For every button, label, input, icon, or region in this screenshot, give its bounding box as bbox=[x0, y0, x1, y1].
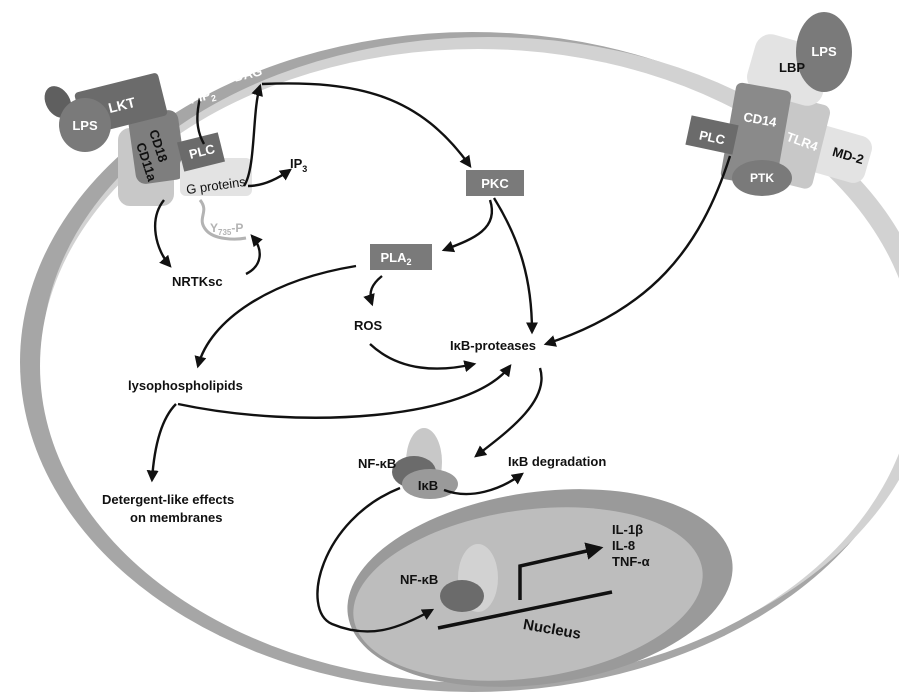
dag-label: DAG bbox=[232, 63, 264, 85]
il1b-label: IL-1β bbox=[612, 522, 643, 537]
ros-label: ROS bbox=[354, 318, 383, 333]
pkc-label: PKC bbox=[481, 176, 509, 191]
cd14-label: CD14 bbox=[742, 109, 778, 130]
arrow-nfkb-to-nucleus bbox=[316, 486, 435, 633]
cd14-protein bbox=[720, 82, 792, 188]
arrow-lyso-to-detergent bbox=[146, 403, 177, 483]
lps-left-blob bbox=[59, 98, 111, 152]
arrow-dag-to-pkc bbox=[261, 82, 472, 168]
il8-label: IL-8 bbox=[612, 538, 635, 553]
arrow-ros-to-proteases bbox=[369, 343, 477, 373]
lps-right-blob bbox=[796, 12, 852, 92]
pkc-box bbox=[466, 170, 524, 196]
y735-label: Y735-P bbox=[210, 221, 243, 237]
lps-left-label: LPS bbox=[72, 118, 98, 133]
ptk-blob bbox=[732, 160, 792, 196]
arrow-pkc-to-pla2 bbox=[441, 199, 494, 253]
arrows bbox=[146, 82, 732, 633]
ip3-label: IP3 bbox=[290, 156, 307, 174]
arrow-lyso-to-proteases bbox=[177, 364, 512, 419]
arrow-to-ip3 bbox=[247, 168, 292, 188]
ptk-label: PTK bbox=[750, 171, 774, 185]
arrow-nrtksc-to-y735 bbox=[245, 234, 263, 276]
pip2-to-plc bbox=[196, 97, 206, 145]
nfkb-cyto-label: NF-κB bbox=[358, 456, 396, 471]
nfkb-nucleus-label: NF-κB bbox=[400, 572, 438, 587]
nrtksc-label: NRTKsc bbox=[172, 274, 223, 289]
tlr4-receptor-complex bbox=[685, 12, 872, 196]
arrow-to-dag bbox=[242, 83, 263, 187]
arrow-pkc-to-proteases bbox=[492, 197, 538, 335]
arrow-tlr4-to-proteases bbox=[543, 155, 732, 347]
pla2-label: PLA2 bbox=[380, 250, 411, 267]
dna-gene bbox=[437, 542, 613, 630]
lkt-receptor-complex bbox=[44, 73, 252, 241]
nfkb-nucleus-complex bbox=[440, 544, 498, 612]
lkt-label: LKT bbox=[107, 94, 138, 116]
plc-left-box bbox=[176, 132, 226, 172]
cd18-protein bbox=[128, 110, 186, 184]
arrow-pla2-to-ros bbox=[363, 275, 383, 307]
arrow-cd18-to-nrtksc bbox=[154, 199, 172, 268]
plc-left-label: PLC bbox=[187, 141, 216, 162]
tnfa-label: TNF-α bbox=[612, 554, 650, 569]
arrow-proteases-to-complex bbox=[474, 367, 543, 458]
lps-right-label: LPS bbox=[811, 44, 837, 59]
pla2-box bbox=[370, 244, 432, 270]
detergent-label-line2: on membranes bbox=[130, 510, 222, 525]
ikb-degradation-label: IκB degradation bbox=[508, 454, 606, 469]
lbp-label: LBP bbox=[779, 60, 805, 75]
arrow-to-ikb-degradation bbox=[443, 472, 524, 496]
arrow-pla2-to-lyso bbox=[194, 264, 357, 369]
ikb-proteases-label: IκB-proteases bbox=[450, 338, 536, 353]
pip2-label: PIP2 bbox=[188, 86, 217, 109]
nfkb-ikb-complex bbox=[392, 428, 458, 499]
plc-right-box bbox=[685, 115, 739, 155]
detergent-label-line1: Detergent-like effects bbox=[102, 492, 234, 507]
lysophospholipids-label: lysophospholipids bbox=[128, 378, 243, 393]
plc-right-label: PLC bbox=[698, 127, 727, 147]
ikb-complex-label: IκB bbox=[418, 478, 438, 493]
nucleus bbox=[347, 489, 733, 687]
